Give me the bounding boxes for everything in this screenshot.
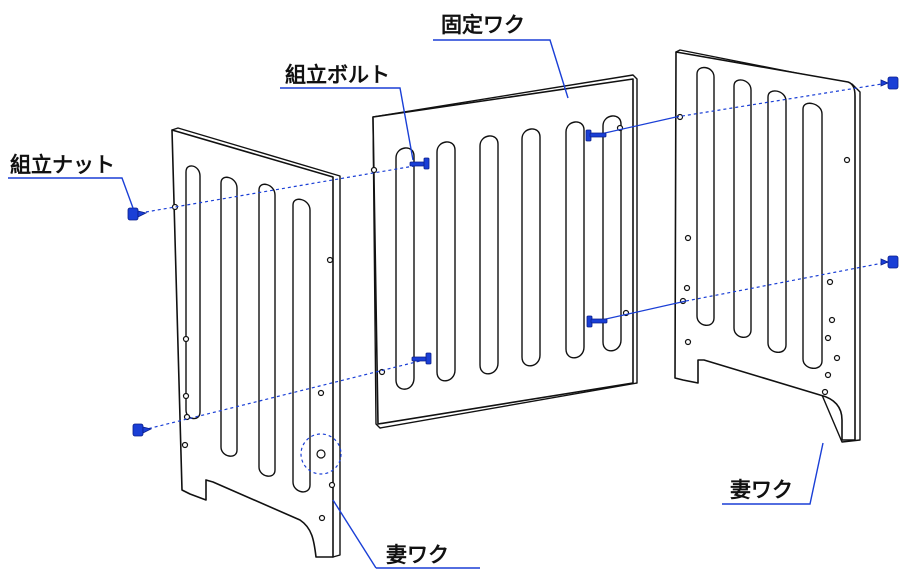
bolt-center-lower-left [411,352,432,365]
nut-left-lower [132,423,153,437]
bolt-center-upper-right [585,129,607,142]
label-assembly-bolt: 組立ボルト [285,63,390,87]
label-assembly-nut: 組立ナット [10,153,115,177]
nut-right-upper [880,76,899,90]
bolt-center-lower-right [586,315,608,328]
nut-left-upper [127,207,148,221]
callout-leaders [8,39,824,569]
bolt-nut-hardware [127,76,899,437]
left-end-frame [171,127,342,558]
bolt-center-upper-left [409,157,430,170]
label-end-frame-right: 妻ワク [730,478,793,502]
label-end-frame-left: 妻ワク [386,543,449,567]
nut-right-lower [880,255,899,269]
label-fixed-frame: 固定ワク [441,13,525,37]
assembly-axes [139,82,889,431]
right-end-frame [674,49,861,443]
center-fixed-frame [370,74,638,429]
